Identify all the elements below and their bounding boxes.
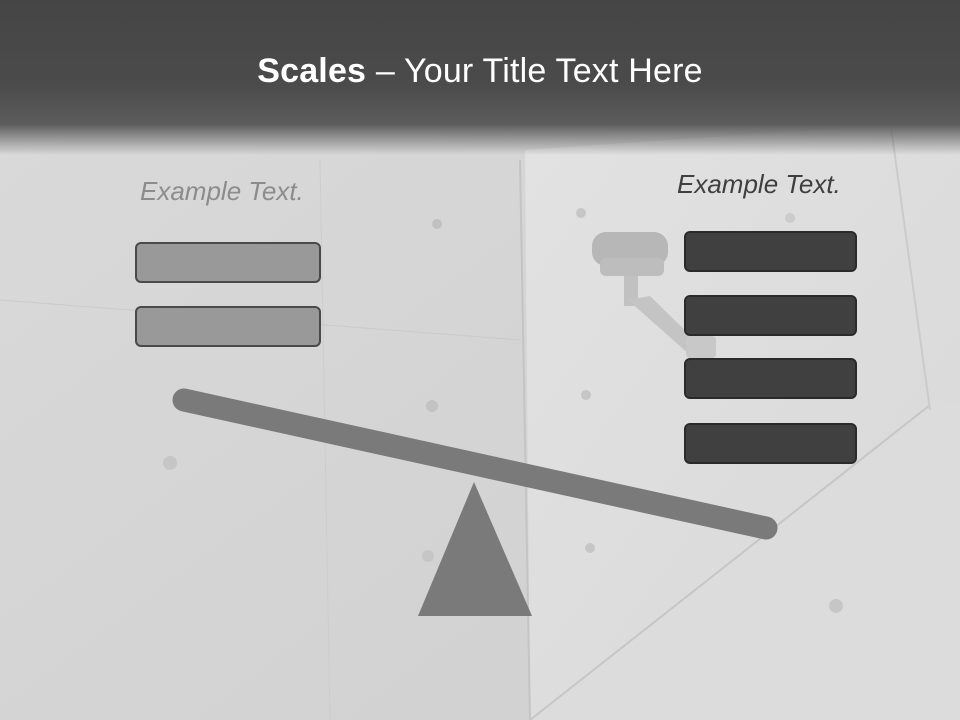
left-example-label: Example Text. [140, 176, 304, 206]
fulcrum-triangle [418, 482, 532, 616]
title-bar [0, 0, 960, 155]
right-box-4 [684, 423, 857, 464]
right-box-1 [684, 231, 857, 272]
left-box-2 [135, 306, 321, 347]
title-bold: Scales [257, 52, 367, 90]
right-box-3 [684, 358, 857, 399]
title-rest: – Your Title Text Here [366, 52, 703, 90]
slide-title: Scales – Your Title Text Here [0, 52, 960, 91]
right-example-label: Example Text. [677, 169, 841, 199]
left-box-1 [135, 242, 321, 283]
security-camera-photo-detail [592, 232, 716, 358]
right-box-2 [684, 295, 857, 336]
scale-beam [172, 388, 778, 540]
